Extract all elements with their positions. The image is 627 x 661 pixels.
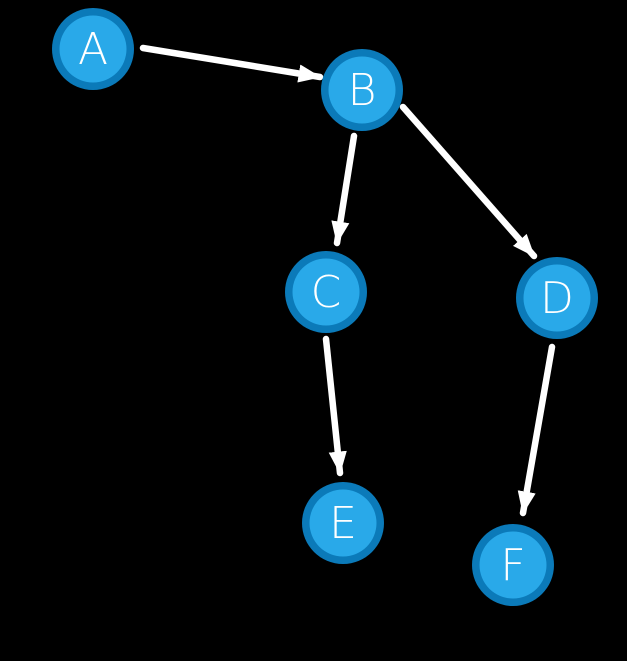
node-F[interactable]: F: [472, 524, 554, 606]
node-B[interactable]: B: [321, 49, 403, 131]
edge-B-D: [399, 103, 538, 260]
edge-C-E: [322, 335, 347, 477]
edge-D-F: [517, 343, 556, 517]
node-body: [59, 15, 127, 83]
node-A[interactable]: A: [52, 8, 134, 90]
edges-layer: [139, 44, 556, 517]
node-E[interactable]: E: [302, 482, 384, 564]
node-body: [328, 56, 396, 124]
node-body: [479, 531, 547, 599]
edge-B-C: [331, 132, 358, 247]
node-body: [309, 489, 377, 557]
node-C[interactable]: C: [285, 251, 367, 333]
node-D[interactable]: D: [516, 257, 598, 339]
node-body: [523, 264, 591, 332]
node-body: [292, 258, 360, 326]
edge-A-B: [139, 44, 324, 83]
